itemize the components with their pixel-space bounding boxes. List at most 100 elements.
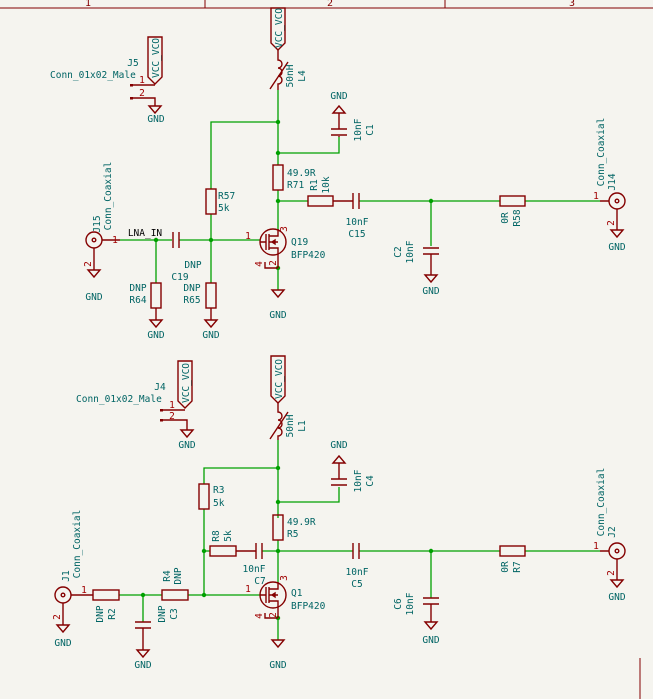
value-label: Conn_Coaxial xyxy=(72,510,83,579)
pin-number: 3 xyxy=(279,575,290,581)
resistor-R1[interactable]: R1 10k xyxy=(307,176,334,207)
value-label: 5k xyxy=(218,203,230,214)
power-label-text: VCC_VCO xyxy=(181,363,192,403)
capacitor-C6[interactable]: GND C6 10nF xyxy=(393,592,440,646)
transistor-Q19[interactable]: 1 3 2 4 GND Q19 BFP420 xyxy=(245,226,325,321)
power-label-vcc-vco[interactable]: VCC_VCO xyxy=(270,355,286,404)
power-label-vcc-vco[interactable]: VCC_VCO xyxy=(270,7,286,51)
gnd-label: GND xyxy=(147,114,164,125)
pin-number: 1 xyxy=(169,400,175,411)
ref-label: R58 xyxy=(512,209,523,226)
inductor-L1[interactable]: 50nH L1 xyxy=(269,403,308,440)
gnd-label: GND xyxy=(422,286,439,297)
top-circuit: VCC_VCO 50nH L4 GND 10nF C1 49.9R R71 R5… xyxy=(50,7,626,341)
ref-label: R1 xyxy=(309,179,320,191)
resistor-R65[interactable]: DNP R65 GND xyxy=(183,282,220,341)
capacitor-C3[interactable]: GND DNP C3 xyxy=(134,605,180,671)
value-label: DNP xyxy=(157,605,168,622)
capacitor-C2[interactable]: GND C2 10nF xyxy=(393,240,440,297)
ref-label: J1 xyxy=(61,570,72,582)
gnd-label: GND xyxy=(178,440,195,451)
coax-connector-J2[interactable]: 1 2 GND Conn_Coaxial J2 xyxy=(593,468,626,603)
capacitor-C4[interactable]: GND 10nF C4 xyxy=(330,440,376,492)
value-label: 10k xyxy=(321,176,332,193)
resistor-R57[interactable]: R57 5k xyxy=(205,188,235,215)
value-label: 50nH xyxy=(285,64,296,87)
ref-label: J15 xyxy=(92,215,103,232)
value-label: BFP420 xyxy=(291,601,326,612)
resistor-R3[interactable]: R3 5k xyxy=(198,483,225,510)
value-label: 0R xyxy=(500,561,511,573)
value-label: 10nF xyxy=(405,592,416,615)
ref-label: R4 xyxy=(162,570,173,582)
wires xyxy=(119,440,600,640)
column-label: 3 xyxy=(569,0,575,9)
resistor-R5[interactable]: 49.9R R5 xyxy=(272,514,316,541)
capacitor-C7[interactable]: 10nF C7 xyxy=(243,543,266,587)
bottom-circuit: VCC_VCO 50nH L1 GND 10nF C4 49.9R R5 R3 … xyxy=(52,355,626,671)
coax-connector-J1[interactable]: 1 2 GND Conn_Coaxial J1 xyxy=(52,510,93,649)
resistor-R8[interactable]: R8 5k xyxy=(209,530,256,557)
ref-label: C1 xyxy=(365,124,376,136)
gnd-label: GND xyxy=(54,638,71,649)
capacitor-C19[interactable]: DNP C19 xyxy=(171,232,202,283)
resistor-R64[interactable]: DNP R64 GND xyxy=(129,282,165,341)
pin-header-J5[interactable]: VCC_VCO 1 2 J5 Conn_01x02_Male GND xyxy=(50,36,165,125)
pin-number: 2 xyxy=(169,411,175,422)
pin-number: 2 xyxy=(139,88,145,99)
resistor-R7[interactable]: 0R R7 xyxy=(499,545,526,573)
value-label: DNP xyxy=(129,283,146,294)
ref-label: Q1 xyxy=(291,588,303,599)
transistor-Q1[interactable]: 1 3 2 4 GND Q1 BFP420 xyxy=(245,575,325,671)
value-label: 0R xyxy=(500,212,511,224)
coax-connector-J14[interactable]: 1 2 GND Conn_Coaxial J14 xyxy=(593,118,626,253)
resistor-R2[interactable]: DNP R2 xyxy=(92,589,120,623)
pin-number: 1 xyxy=(139,75,145,86)
gnd-label: GND xyxy=(422,635,439,646)
ref-label: L4 xyxy=(297,70,308,82)
capacitor-C1[interactable]: GND 10nF C1 xyxy=(330,91,376,141)
pin-header-J4[interactable]: VCC_VCO 1 2 J4 Conn_01x02_Male GND xyxy=(76,360,196,451)
value-label: 50nH xyxy=(285,414,296,437)
value-label: Conn_Coaxial xyxy=(103,162,114,231)
pin-number: 1 xyxy=(593,191,599,202)
ref-label: J5 xyxy=(127,58,138,69)
pin-number: 2 xyxy=(83,261,94,267)
value-label: 10nF xyxy=(353,469,364,492)
value-label: 10nF xyxy=(346,217,369,228)
value-label: Conn_Coaxial xyxy=(596,468,607,537)
value-label: 10nF xyxy=(405,240,416,263)
value-label: Conn_01x02_Male xyxy=(50,70,136,81)
value-label: DNP xyxy=(183,283,200,294)
value-label: DNP xyxy=(95,605,106,622)
value-label: Conn_Coaxial xyxy=(596,118,607,187)
value-label: 10nF xyxy=(243,564,266,575)
ref-label: R65 xyxy=(183,295,200,306)
resistor-R4[interactable]: R4 DNP xyxy=(161,567,189,601)
value-label: 10nF xyxy=(346,567,369,578)
gnd-label: GND xyxy=(330,440,347,451)
capacitor-C15[interactable]: 10nF C15 xyxy=(333,193,369,240)
value-label: DNP xyxy=(184,260,201,271)
ref-label: Q19 xyxy=(291,237,308,248)
inductor-L4[interactable]: 50nH L4 xyxy=(269,50,308,90)
ref-label: C15 xyxy=(348,229,365,240)
pin-number: 1 xyxy=(245,231,251,242)
ref-label: J14 xyxy=(607,173,618,190)
resistor-R71[interactable]: 49.9R R71 xyxy=(272,164,316,191)
pin-number: 1 xyxy=(112,235,118,246)
pin-number: 4 xyxy=(254,613,265,619)
net-label-lna-in: LNA_IN xyxy=(128,228,163,239)
coax-connector-J15[interactable]: 1 2 GND Conn_Coaxial J15 xyxy=(83,162,120,303)
value-label: 10nF xyxy=(353,118,364,141)
column-label: 2 xyxy=(327,0,333,9)
resistor-R58[interactable]: 0R R58 xyxy=(499,195,526,227)
pin-number: 1 xyxy=(81,585,87,596)
ref-label: J2 xyxy=(607,526,618,537)
capacitor-C5[interactable]: 10nF C5 xyxy=(346,543,369,590)
pin-number: 1 xyxy=(245,584,251,595)
gnd-label: GND xyxy=(202,330,219,341)
pin-number: 1 xyxy=(593,541,599,552)
